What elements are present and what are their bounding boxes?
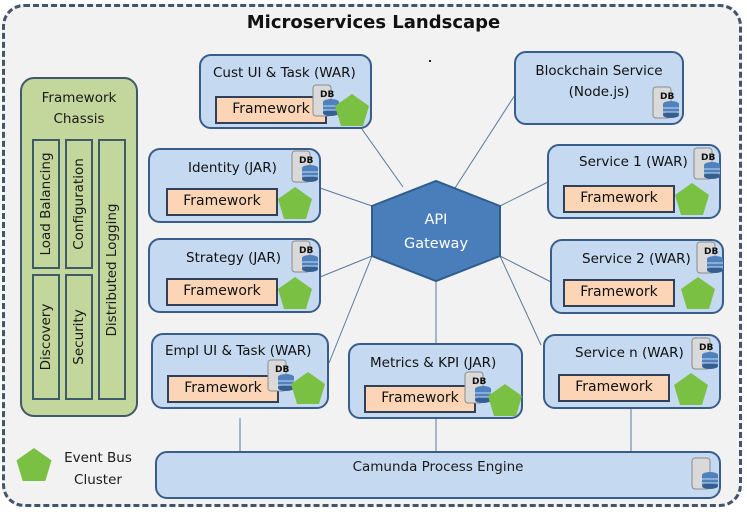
database-icon: DB (312, 84, 339, 117)
service-title: Service 2 (WAR) (582, 251, 691, 267)
framework-box: Framework (166, 188, 278, 216)
framework-chassis: Framework Chassis Load Balancing Configu… (20, 77, 138, 417)
module-label: Distributed Logging (104, 203, 120, 336)
connector-cust-ui (358, 124, 404, 188)
svg-text:DB: DB (660, 92, 674, 102)
event-bus-icon (335, 94, 369, 126)
gateway-line1: API (424, 212, 448, 228)
framework-box: Framework (563, 279, 675, 307)
service-blockchain[interactable]: Blockchain Service (Node.js) DB (514, 51, 684, 125)
svg-text:DB: DB (704, 247, 718, 257)
database-icon: DB (693, 147, 720, 180)
connector-empl-ui (328, 255, 373, 364)
module-label: Discovery (38, 303, 54, 371)
database-icon: DB (291, 240, 318, 273)
connector-blockchain (454, 94, 516, 189)
api-gateway-hexagon (371, 179, 501, 283)
gateway-line2: Gateway (403, 236, 469, 252)
service-1[interactable]: Service 1 (WAR) Framework DB (547, 144, 721, 219)
process-engine[interactable]: Camunda Process Engine (155, 451, 721, 499)
framework-box: Framework (166, 278, 278, 306)
service-title: Identity (JAR) (188, 160, 277, 176)
module-label: Configuration (71, 158, 87, 250)
chassis-title: Framework Chassis (22, 88, 136, 130)
event-bus-icon (291, 372, 325, 404)
service-n[interactable]: Service n (WAR) Framework DB (543, 334, 721, 409)
framework-box: Framework (563, 185, 675, 213)
legend-line1: Event Bus (64, 450, 132, 466)
service-title: Service 1 (WAR) (579, 154, 688, 170)
database-icon: DB (696, 241, 723, 274)
svg-text:DB: DB (299, 246, 313, 256)
connector-service-1 (499, 181, 549, 207)
service-strategy[interactable]: Strategy (JAR) Framework DB (148, 238, 321, 313)
service-2[interactable]: Service 2 (WAR) Framework DB (550, 239, 724, 314)
event-bus-icon (488, 384, 522, 416)
service-title: Cust UI & Task (WAR) (213, 65, 356, 81)
process-engine-title: Camunda Process Engine (352, 459, 524, 475)
service-title-line1: Blockchain Service (535, 63, 663, 79)
svg-text:DB: DB (320, 90, 334, 100)
framework-box: Framework (167, 375, 279, 403)
module-distributed-logging: Distributed Logging (98, 139, 126, 400)
svg-text:DB: DB (699, 343, 713, 353)
event-bus-icon (681, 277, 715, 309)
module-security: Security (65, 274, 93, 400)
svg-text:DB: DB (275, 365, 289, 375)
connector-service-2 (499, 255, 552, 283)
service-title: Blockchain Service (Node.js) (516, 61, 682, 103)
service-metrics[interactable]: Metrics & KPI (JAR) Framework DB (348, 343, 523, 419)
server-database-icon (691, 457, 718, 490)
svg-text:DB: DB (299, 156, 313, 166)
chassis-title-line2: Chassis (53, 111, 105, 127)
database-icon: DB (291, 150, 318, 183)
event-bus-icon (674, 373, 708, 405)
legend-event-bus-icon (16, 448, 52, 481)
database-icon: DB (267, 359, 294, 392)
module-configuration: Configuration (65, 139, 93, 269)
service-title: Strategy (JAR) (186, 250, 282, 266)
legend-label: Event Bus Cluster (60, 447, 136, 491)
legend-line2: Cluster (74, 472, 122, 488)
framework-box: Framework (558, 374, 670, 402)
service-cust-ui[interactable]: Cust UI & Task (WAR) Framework DB (199, 54, 372, 129)
connector-strategy (319, 255, 373, 278)
service-title: Empl UI & Task (WAR) (165, 343, 312, 359)
event-bus-icon (675, 183, 709, 215)
module-load-balancing: Load Balancing (32, 139, 60, 269)
module-label: Load Balancing (38, 152, 54, 256)
service-identity[interactable]: Identity (JAR) Framework DB (148, 148, 321, 223)
module-label: Security (71, 309, 87, 365)
framework-box: Framework (364, 385, 476, 413)
diagram-title: Microservices Landscape (246, 12, 501, 33)
connector-identity (319, 187, 373, 207)
database-icon: DB (464, 371, 491, 404)
svg-text:DB: DB (472, 377, 486, 387)
service-title-line2: (Node.js) (568, 84, 630, 100)
event-bus-icon (278, 277, 312, 309)
stray-dot (429, 60, 431, 62)
connector-service-n (499, 255, 542, 346)
database-icon: DB (691, 337, 718, 370)
api-gateway-label: API Gateway (372, 208, 500, 256)
chassis-title-line1: Framework (41, 90, 117, 106)
service-empl-ui[interactable]: Empl UI & Task (WAR) Framework DB (151, 333, 329, 409)
module-discovery: Discovery (32, 274, 60, 400)
svg-text:DB: DB (701, 153, 715, 163)
service-title: Service n (WAR) (575, 345, 684, 361)
event-bus-icon (278, 187, 312, 219)
database-icon: DB (652, 86, 679, 119)
service-title: Metrics & KPI (JAR) (370, 355, 497, 371)
